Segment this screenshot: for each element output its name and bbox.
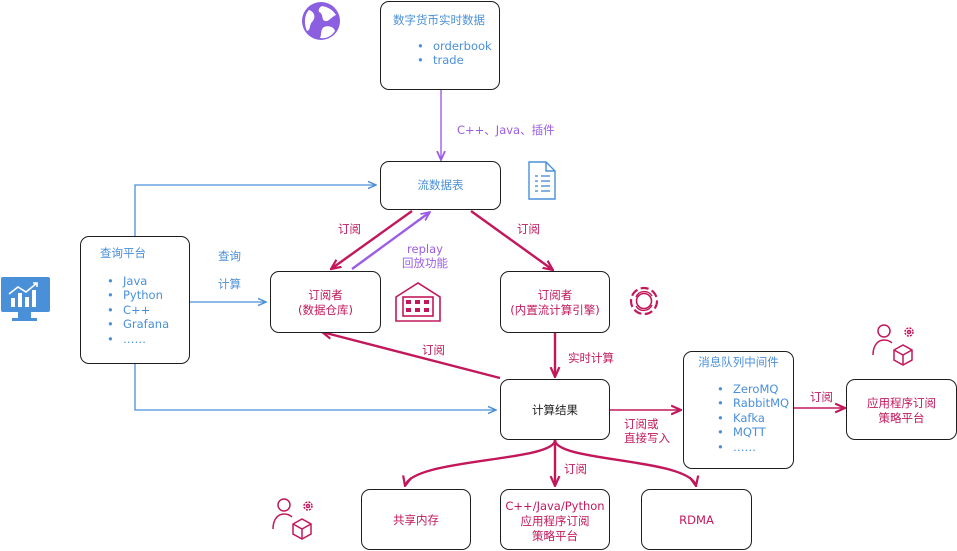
subscriber-engine-node[interactable]: 订阅者 (内置流计算引擎) <box>500 271 610 333</box>
list-item: Kafka <box>717 411 789 425</box>
subscribe-or-write-label: 订阅或 直接写入 <box>624 417 670 445</box>
edge-result-to-rdma <box>553 439 696 486</box>
app-lang-platform-line1: C++/Java/Python <box>505 499 605 513</box>
list-item: C++ <box>107 303 169 317</box>
app-lang-platform-line3: 策略平台 <box>532 529 578 543</box>
globe-icon <box>302 2 340 40</box>
subscribe-or-write-line2: 直接写入 <box>624 431 670 445</box>
rdma-node[interactable]: RDMA <box>641 489 752 550</box>
subscriber-engine-line2: (内置流计算引擎) <box>510 303 600 317</box>
user-cube-icon <box>872 324 914 366</box>
source-items: orderbook trade <box>417 39 492 68</box>
app-lang-platform-line2: 应用程序订阅 <box>520 514 590 528</box>
query-platform-node[interactable]: 查询平台 Java Python C++ Grafana …… <box>80 236 190 364</box>
subscribe-back-label: 订阅 <box>422 343 445 357</box>
subscriber-engine-line1: 订阅者 <box>537 288 573 302</box>
compute-label: 计算 <box>218 277 241 291</box>
gear-sync-icon <box>629 286 659 316</box>
mq-middleware-title: 消息队列中间件 <box>698 355 779 369</box>
list-item: MQTT <box>717 425 789 439</box>
source-title: 数字货币实时数据 <box>393 13 485 27</box>
compute-result-node[interactable]: 计算结果 <box>500 379 610 440</box>
app-platform-line2: 策略平台 <box>878 411 925 425</box>
edge-stream-to-engine <box>470 210 553 270</box>
list-item: trade <box>417 53 492 67</box>
edge-stream-to-warehouse <box>331 210 413 269</box>
query-platform-title: 查询平台 <box>100 246 146 260</box>
mq-middleware-node[interactable]: 消息队列中间件 ZeroMQ RabbitMQ Kafka MQTT …… <box>683 351 794 469</box>
rdma-title: RDMA <box>679 513 714 527</box>
subscriber-warehouse-line2: (数据仓库) <box>298 303 353 317</box>
subscribe-label-right: 订阅 <box>517 222 540 236</box>
stream-table-node[interactable]: 流数据表 <box>380 161 501 210</box>
edge-query-to-result <box>134 364 496 410</box>
mq-subscribe-label: 订阅 <box>810 390 833 404</box>
realtime-compute-label: 实时计算 <box>568 351 614 365</box>
database-icon <box>395 282 441 322</box>
bottom-subscribe-label: 订阅 <box>564 462 587 476</box>
replay-label-line2: 回放功能 <box>402 256 448 270</box>
replay-label: replay 回放功能 <box>396 242 454 270</box>
source-edge-label: C++、Java、插件 <box>457 123 555 137</box>
subscribe-label-left: 订阅 <box>338 222 361 236</box>
shared-memory-node[interactable]: 共享内存 <box>361 489 471 550</box>
list-item: Python <box>107 288 169 302</box>
list-item: …… <box>717 440 789 454</box>
list-item: ZeroMQ <box>717 382 789 396</box>
list-item: orderbook <box>417 39 492 53</box>
edge-replay <box>351 212 430 270</box>
list-item: Java <box>107 274 169 288</box>
subscribe-or-write-line1: 订阅或 <box>624 417 659 431</box>
app-platform-line1: 应用程序订阅 <box>867 396 936 410</box>
compute-result-title: 计算结果 <box>532 403 578 417</box>
source-node[interactable]: 数字货币实时数据 orderbook trade <box>380 1 500 90</box>
app-lang-platform-node[interactable]: C++/Java/Python 应用程序订阅 策略平台 <box>500 489 610 550</box>
stream-table-title: 流数据表 <box>417 178 464 192</box>
query-platform-items: Java Python C++ Grafana …… <box>107 274 169 346</box>
mq-middleware-items: ZeroMQ RabbitMQ Kafka MQTT …… <box>717 382 789 454</box>
list-item: …… <box>107 332 169 346</box>
shared-memory-title: 共享内存 <box>393 513 439 527</box>
subscriber-warehouse-line1: 订阅者 <box>308 288 343 302</box>
app-platform-node[interactable]: 应用程序订阅 策略平台 <box>846 379 957 440</box>
edge-result-to-warehouse <box>322 332 501 380</box>
list-item: Grafana <box>107 317 169 331</box>
edge-query-to-stream <box>134 185 376 237</box>
edge-result-to-shared-memory <box>405 439 557 486</box>
document-icon <box>528 161 556 200</box>
monitor-chart-icon <box>1 277 50 321</box>
list-item: RabbitMQ <box>717 396 789 410</box>
user-cube-icon <box>272 498 313 540</box>
subscriber-warehouse-node[interactable]: 订阅者 (数据仓库) <box>270 271 381 333</box>
replay-label-line1: replay <box>407 242 443 256</box>
query-label: 查询 <box>218 249 241 263</box>
